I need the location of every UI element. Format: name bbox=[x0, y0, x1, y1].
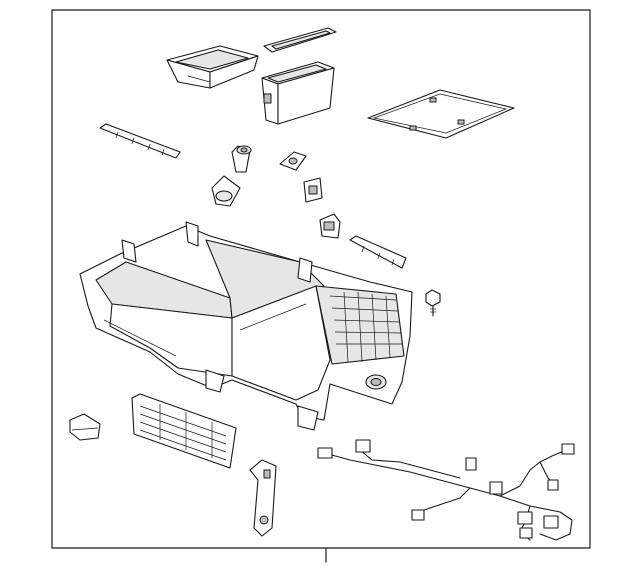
console-housing bbox=[79, 221, 413, 431]
bracket-strip bbox=[99, 123, 181, 159]
diagram-frame bbox=[51, 9, 591, 563]
vent-panel bbox=[131, 393, 237, 469]
outlet-socket bbox=[231, 145, 252, 173]
switch-cover bbox=[279, 151, 307, 171]
bezel-strip bbox=[349, 235, 407, 269]
storage-bin bbox=[261, 61, 335, 125]
wiring-harness bbox=[317, 439, 575, 541]
console-grid bbox=[329, 291, 402, 363]
harness-connectors bbox=[317, 439, 575, 539]
power-outlet bbox=[319, 213, 341, 239]
tray bbox=[166, 45, 259, 89]
cup-holder-insert bbox=[211, 175, 241, 207]
mounting-bracket bbox=[249, 459, 277, 537]
trim-strip bbox=[263, 27, 337, 53]
floor-mat bbox=[367, 89, 515, 139]
cap bbox=[69, 413, 101, 441]
screw bbox=[425, 289, 441, 317]
latch-clip bbox=[303, 177, 323, 203]
